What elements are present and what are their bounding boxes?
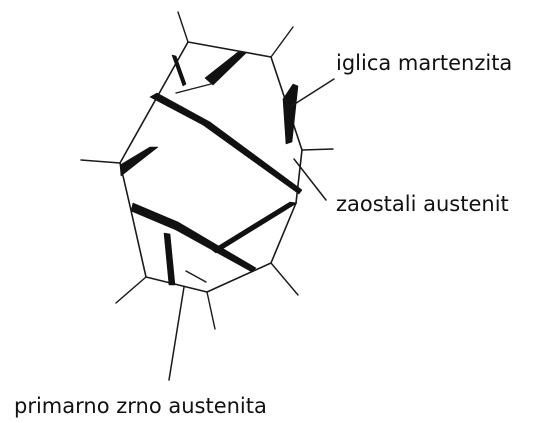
martensite-needle [202, 121, 303, 195]
neighbour-boundary-stubs [80, 11, 334, 330]
boundary-stub [177, 11, 189, 43]
leader-line-retained-austenite [293, 158, 327, 201]
boundary-stub [270, 26, 294, 58]
needle-thin [175, 83, 212, 94]
label-retained-austenite: zaostali austenit [336, 192, 509, 216]
martensite-needle [119, 146, 159, 177]
martensite-needle [163, 232, 176, 286]
label-martensite-needle: iglica martenzita [336, 51, 512, 75]
label-prior-austenite-grain: primarno zrno austenita [14, 394, 267, 418]
leader-line-grain [168, 286, 185, 381]
boundary-stub [301, 148, 334, 151]
martensite-needle [171, 54, 187, 87]
leader-line-martensite [289, 78, 335, 108]
boundary-stub [115, 276, 147, 304]
needle-thin [185, 270, 207, 283]
martensite-needle [149, 92, 211, 126]
boundary-stub [270, 262, 299, 296]
martensite-needle [211, 201, 298, 254]
martensite-needle [130, 202, 179, 231]
martensite-needle [282, 83, 299, 145]
martensite-needle [204, 51, 247, 86]
boundary-stub [206, 291, 216, 330]
boundary-stub [80, 159, 121, 164]
martensite-needles [119, 51, 303, 286]
martensite-needle [175, 221, 257, 273]
